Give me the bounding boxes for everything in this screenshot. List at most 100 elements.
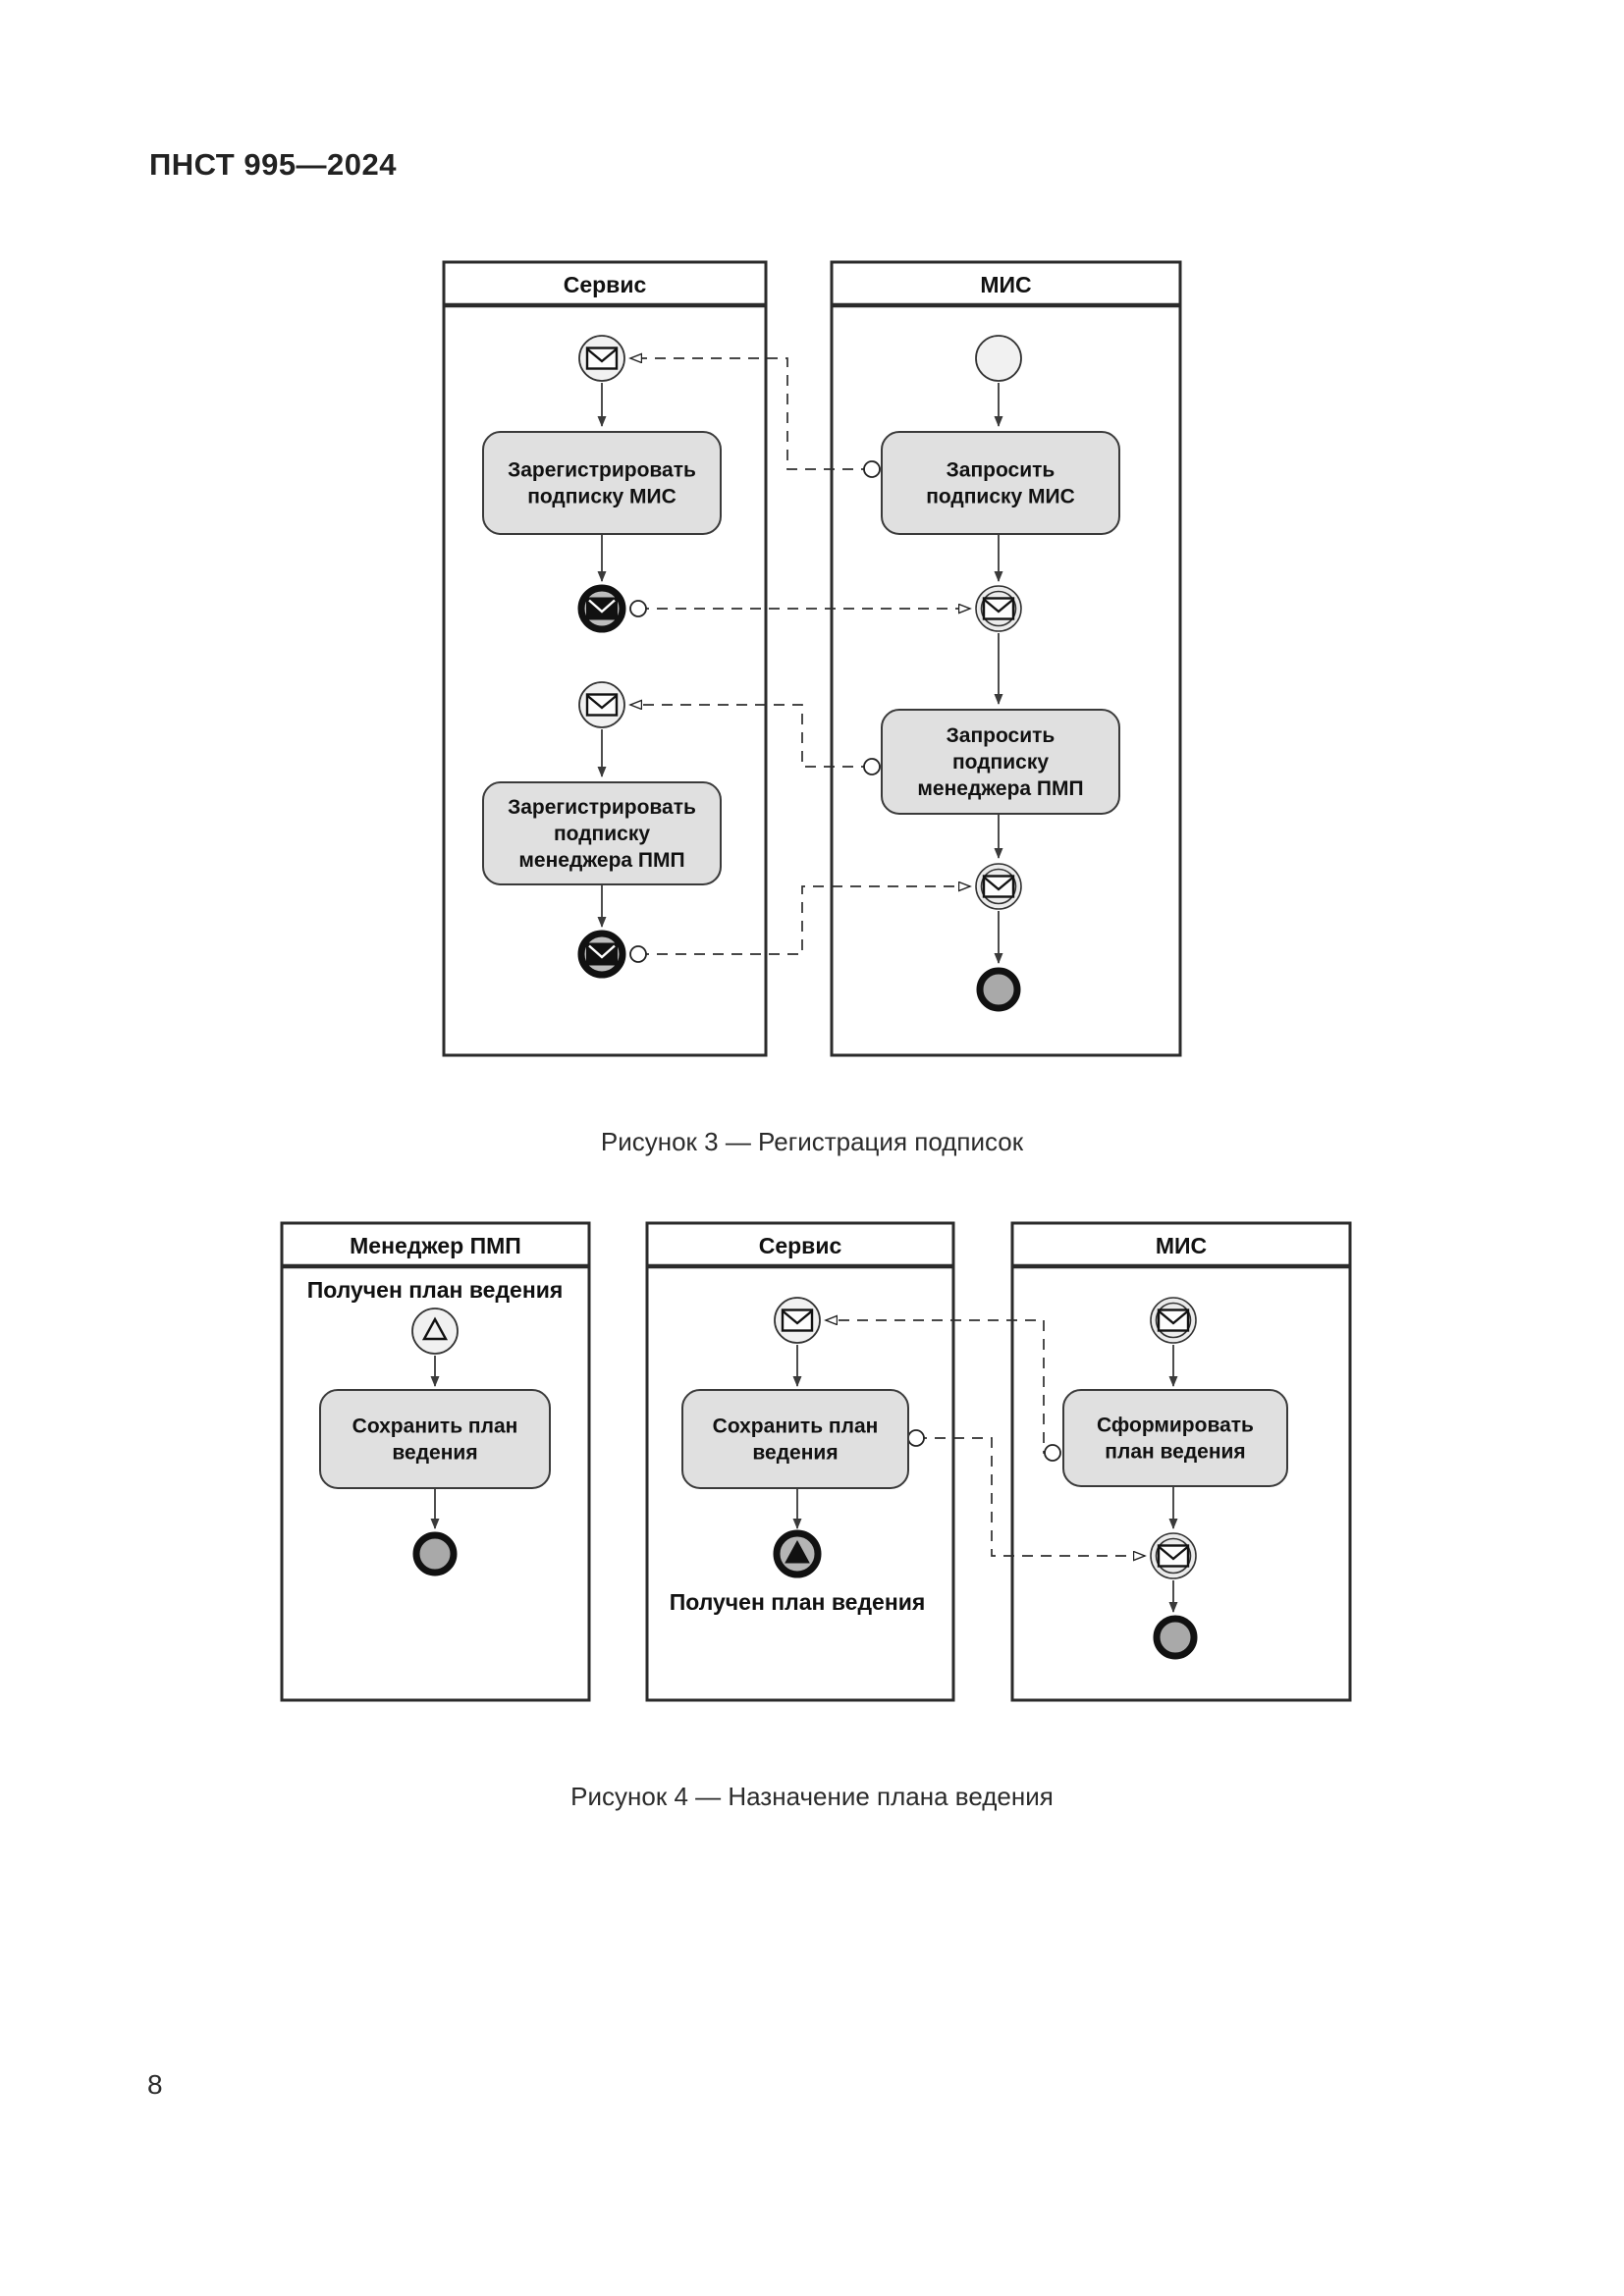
end-circle [976,967,1021,1012]
message-start-event [774,1297,821,1344]
message-flow-source-circle [907,1429,925,1447]
signal-icon [785,1539,810,1564]
task-label: Сохранить план [352,1415,518,1438]
task-label: Запросить [947,724,1056,747]
message-icon-fold [586,347,618,363]
message-icon [585,347,619,370]
signal-icon [421,1316,449,1341]
message-icon [982,597,1015,620]
document-code: ПНСТ 995—2024 [149,147,398,182]
task-label: Сохранить план [713,1415,879,1438]
task-box [482,781,722,885]
task-box [681,1389,909,1489]
message-flow [629,600,970,617]
message-flow [630,358,881,478]
end-event [976,967,1021,1012]
task-box [1062,1389,1288,1487]
task-label: менеджера ПМП [518,849,684,872]
pool-border [830,260,1182,1057]
task-label: план ведения [1105,1441,1245,1464]
message-start-event [578,681,625,728]
message-flow-source-circle [629,600,647,617]
annotation-label: Получен план ведения [307,1277,564,1303]
message-catch-event [1150,1532,1197,1579]
end-event [1153,1615,1198,1660]
message-flow [826,1320,1061,1462]
task-label: ведения [392,1442,477,1465]
page-number: 8 [147,2069,163,2100]
task-label: подписку [952,751,1049,774]
signal-end-event [773,1529,822,1578]
annotation-label: Получен план ведения [670,1589,926,1615]
message-flow-line [630,358,872,470]
event-inner-circle [1155,1302,1192,1339]
task: Зарегистрировать подписку МИС [482,431,722,535]
message-icon [586,597,618,620]
task-label: Зарегистрировать [508,459,696,482]
figure3-caption: Рисунок 3 — Регистрация подписок [600,1127,1024,1156]
event-inner-circle [1155,1537,1192,1575]
pool-title: МИС [1156,1233,1207,1258]
message-flow-line [630,705,872,768]
message-icon [1157,1544,1190,1568]
task-box [482,431,722,535]
pool-title: Сервис [564,272,647,297]
pool-title: Менеджер ПМП [350,1233,521,1258]
event-inner-circle [980,590,1017,627]
event-circle [411,1308,459,1355]
task-label: ведения [752,1442,838,1465]
message-flow-source-circle [863,460,881,478]
message-flow-line [638,886,970,955]
figure4-bpmn-diagram: Менеджер ПМП Сервис МИС Получен план ведени… [280,1221,1352,1702]
task: Зарегистрировать подписку менеджера ПМП [482,781,722,885]
task-label: подписку МИС [527,486,677,508]
message-icon-fold [588,599,616,614]
pool: МИС [830,260,1182,1057]
message-icon [781,1308,814,1332]
figure4-caption: Рисунок 4 — Назначение плана ведения [570,1782,1054,1811]
message-flow-source-circle [629,945,647,963]
message-flow [629,886,970,963]
message-catch-event [975,863,1022,910]
pool-title: Сервис [759,1233,842,1258]
message-icon [982,875,1015,898]
task-label: Запросить [947,459,1056,482]
pool-title: МИС [980,272,1031,297]
message-icon-fold [586,694,618,710]
task-box [319,1389,551,1489]
message-icon [585,693,619,717]
message-flow-source-circle [1044,1444,1061,1462]
message-icon-fold [588,944,616,959]
message-icon-fold [983,876,1014,891]
end-event [412,1531,458,1576]
task: Запросить подписку менеджера ПМП [881,709,1120,815]
task-label: Сформировать [1097,1415,1254,1437]
message-end-event [577,584,626,633]
task-box [881,431,1120,535]
message-catch-event [975,585,1022,632]
task-label: Зарегистрировать [508,796,696,819]
message-icon-fold [782,1309,813,1325]
event-inner-circle [980,868,1017,905]
message-icon-fold [1158,1309,1189,1325]
message-end-event [577,930,626,979]
task-label: подписку [554,823,650,845]
message-flow-line [916,1437,1145,1556]
end-circle [412,1531,458,1576]
start-event [975,335,1022,382]
task-label: подписку МИС [926,486,1075,508]
task: Сформировать план ведения [1062,1389,1288,1487]
message-flow [630,705,881,775]
start-circle [975,335,1022,382]
message-icon-fold [1158,1545,1189,1561]
message-start-event [578,335,625,382]
task-label: менеджера ПМП [917,777,1083,800]
task: Запросить подписку МИС [881,431,1120,535]
message-icon-fold [983,598,1014,614]
message-icon [586,942,618,966]
message-catch-event [1150,1297,1197,1344]
end-circle [1153,1615,1198,1660]
task-box [881,709,1120,815]
